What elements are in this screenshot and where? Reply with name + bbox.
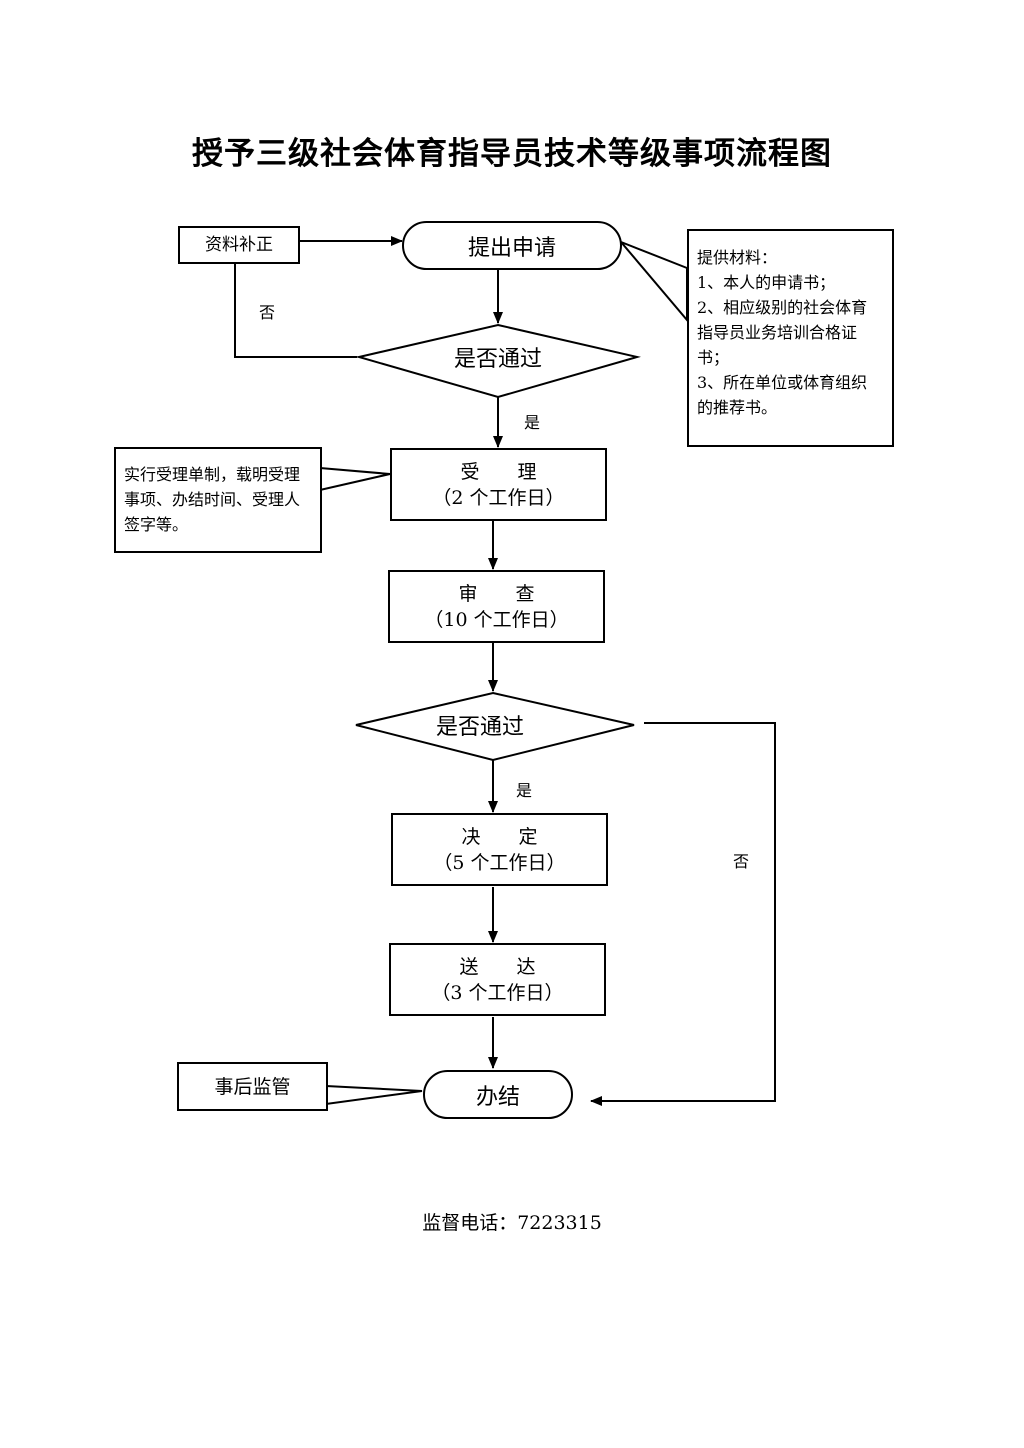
- edge-label-yes-1: 是: [524, 413, 541, 432]
- edge-check1-no-to-supplement: [234, 264, 357, 358]
- materials-item-1: 1、本人的申请书；: [697, 273, 836, 292]
- apply-terminal: 提出申请: [402, 221, 622, 270]
- apply-label: 提出申请: [467, 235, 556, 261]
- supervise-label: 事后监管: [214, 1075, 291, 1098]
- materials-item-3b: 的推荐书。: [697, 398, 778, 417]
- accept-note-line-2: 事项、办结时间、受理人: [124, 490, 301, 509]
- supplement-label: 资料补正: [205, 235, 273, 255]
- review-duration: （10 个工作日）: [424, 608, 569, 631]
- decision-diamond-1: [355, 323, 641, 399]
- deliver-title: 送 达: [459, 955, 536, 978]
- materials-note: 提供材料： 1、本人的申请书； 2、相应级别的社会体育 指导员业务培训合格证 书…: [687, 229, 894, 447]
- check2-label: 是否通过: [435, 715, 524, 740]
- deliver-duration: （3 个工作日）: [431, 981, 564, 1004]
- page-title: 授予三级社会体育指导员技术等级事项流程图: [192, 136, 832, 172]
- supervision-phone: 监督电话：7223315: [422, 1212, 602, 1234]
- materials-item-2c: 书；: [697, 348, 730, 367]
- check1-label: 是否通过: [453, 347, 542, 372]
- accept-duration: （2 个工作日）: [432, 486, 565, 509]
- deliver-box: 送 达 （3 个工作日）: [389, 943, 606, 1016]
- decision-diamond-2: [355, 691, 635, 762]
- edge-label-no-2: 否: [733, 852, 750, 871]
- materials-item-2a: 2、相应级别的社会体育: [697, 298, 868, 317]
- decide-duration: （5 个工作日）: [433, 851, 566, 874]
- edge-check2-no-to-finish: [590, 722, 776, 1106]
- accept-callout-pointer: [319, 466, 391, 492]
- materials-callout-pointer: [620, 241, 688, 323]
- decide-title: 决 定: [461, 825, 538, 848]
- supplement-box: 资料补正: [178, 226, 300, 264]
- accept-note: 实行受理单制，载明受理 事项、办结时间、受理人 签字等。: [114, 447, 322, 553]
- materials-item-2b: 指导员业务培训合格证: [697, 323, 858, 342]
- accept-box: 受 理 （2 个工作日）: [390, 448, 607, 521]
- review-box: 审 查 （10 个工作日）: [388, 570, 605, 643]
- decide-box: 决 定 （5 个工作日）: [391, 813, 608, 886]
- accept-note-line-3: 签字等。: [124, 515, 189, 534]
- materials-heading: 提供材料：: [697, 248, 778, 267]
- finish-label: 办结: [475, 1084, 520, 1110]
- supervise-callout-pointer: [325, 1084, 423, 1106]
- materials-item-3a: 3、所在单位或体育组织: [697, 373, 868, 392]
- accept-title: 受 理: [460, 460, 537, 483]
- review-title: 审 查: [458, 582, 535, 605]
- accept-note-line-1: 实行受理单制，载明受理: [124, 465, 301, 484]
- edge-label-no-1: 否: [259, 303, 276, 322]
- supervise-box: 事后监管: [177, 1062, 328, 1111]
- edge-label-yes-2: 是: [516, 781, 533, 800]
- finish-terminal: 办结: [423, 1070, 573, 1119]
